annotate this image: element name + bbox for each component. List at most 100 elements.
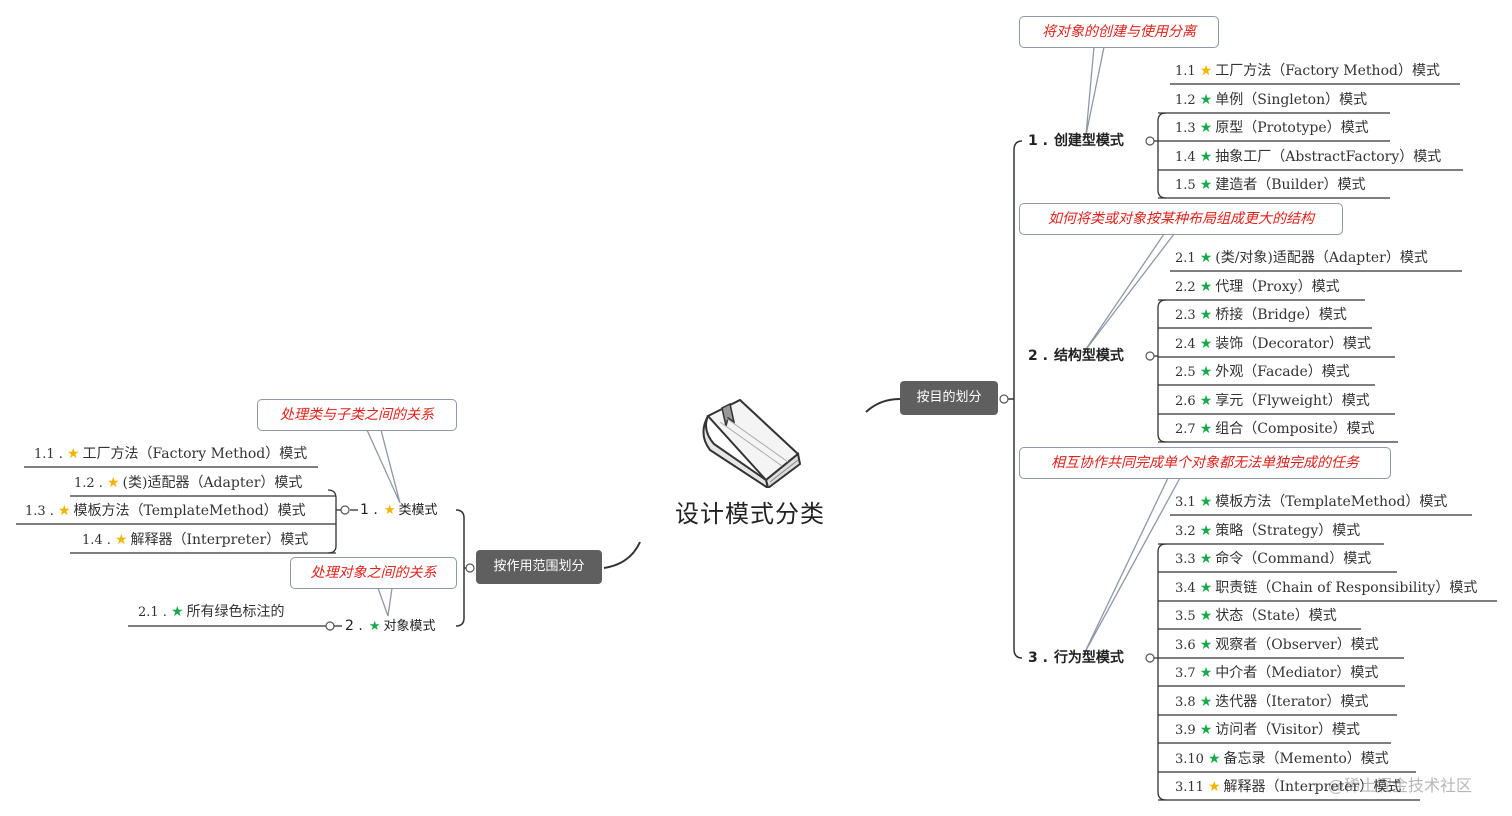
connector-line — [1027, 355, 1143, 371]
item-label: 解释器（Interpreter）模式 — [130, 532, 309, 548]
pattern-node[interactable]: 2.5★外观（Facade）模式 — [1175, 363, 1350, 382]
item-number: 2.7 — [1175, 422, 1196, 437]
connector-line — [1027, 657, 1143, 673]
callout-class-pattern: 处理类与子类之间的关系 — [257, 399, 457, 431]
pill-by-scope[interactable]: 按作用范围划分 — [476, 550, 602, 584]
pattern-node[interactable]: 1.3★原型（Prototype）模式 — [1175, 119, 1369, 138]
pattern-node[interactable]: 2.2★代理（Proxy）模式 — [1175, 278, 1340, 297]
star-green-icon: ★ — [1199, 665, 1213, 681]
star-yellow-icon: ★ — [66, 446, 80, 462]
item-number: 1.4 — [1175, 150, 1196, 165]
item-number: 1.4 . — [82, 533, 111, 548]
pattern-node[interactable]: 3.2★策略（Strategy）模式 — [1175, 522, 1360, 541]
item-number: 2.6 — [1175, 394, 1196, 409]
star-green-icon: ★ — [1199, 580, 1213, 596]
item-label: 解释器（Interpreter）模式 — [1223, 779, 1402, 795]
star-green-icon: ★ — [1199, 177, 1213, 193]
item-number: 3.1 — [1175, 495, 1196, 510]
pattern-node[interactable]: 3.1★模板方法（TemplateMethod）模式 — [1175, 493, 1447, 512]
item-label: 观察者（Observer）模式 — [1215, 637, 1379, 653]
item-label: 策略（Strategy）模式 — [1215, 523, 1361, 539]
pattern-node[interactable]: 3.5★状态（State）模式 — [1175, 607, 1337, 626]
connector-line — [1027, 140, 1143, 156]
category-object-pattern[interactable]: 2 .★对象模式 — [345, 618, 436, 634]
pattern-node[interactable]: 1.4 .★解释器（Interpreter）模式 — [82, 531, 308, 550]
pattern-node[interactable]: 1.5★建造者（Builder）模式 — [1175, 176, 1365, 195]
item-number: 1.5 — [1175, 178, 1196, 193]
pattern-node[interactable]: 2.1★(类/对象)适配器（Adapter）模式 — [1175, 249, 1428, 268]
category-creational[interactable]: 1 .创建型模式 — [1028, 133, 1124, 149]
book-icon — [702, 398, 802, 488]
item-number: 2.3 — [1175, 308, 1196, 323]
collapse-toggle-icon[interactable] — [999, 394, 1009, 404]
connector-curve — [455, 509, 465, 627]
star-green-icon: ★ — [1199, 637, 1213, 653]
item-number: 3.4 — [1175, 581, 1196, 596]
item-number: 2.2 — [1175, 280, 1196, 295]
collapse-toggle-icon[interactable] — [1145, 653, 1155, 663]
star-yellow-icon: ★ — [1207, 779, 1221, 795]
item-label: 抽象工厂（AbstractFactory）模式 — [1215, 149, 1442, 165]
item-number: 1.2 — [1175, 93, 1196, 108]
pattern-node[interactable]: 3.10★备忘录（Memento）模式 — [1175, 750, 1389, 769]
category-behavioral[interactable]: 3 .行为型模式 — [1028, 650, 1124, 666]
item-number: 1.3 — [1175, 121, 1196, 136]
collapse-toggle-icon[interactable] — [465, 563, 475, 573]
star-green-icon: ★ — [1199, 364, 1213, 380]
pattern-node[interactable]: 2.1 .★所有绿色标注的 — [138, 603, 285, 622]
pattern-node[interactable]: 2.3★桥接（Bridge）模式 — [1175, 306, 1347, 325]
item-number: 1.2 . — [74, 476, 103, 491]
pattern-node[interactable]: 1.2 .★(类)适配器（Adapter）模式 — [74, 474, 302, 493]
collapse-toggle-icon[interactable] — [1145, 351, 1155, 361]
item-label: 职责链（Chain of Responsibility）模式 — [1215, 580, 1478, 596]
pattern-node[interactable]: 2.6★享元（Flyweight）模式 — [1175, 392, 1370, 411]
item-label: 模板方法（TemplateMethod）模式 — [73, 503, 306, 519]
connector-curve — [1157, 299, 1167, 443]
item-number: 3.11 — [1175, 780, 1204, 795]
pattern-node[interactable]: 3.8★迭代器（Iterator）模式 — [1175, 693, 1368, 712]
pattern-node[interactable]: 1.4★抽象工厂（AbstractFactory）模式 — [1175, 148, 1441, 167]
star-green-icon: ★ — [1199, 336, 1213, 352]
pattern-node[interactable]: 1.3 .★模板方法（TemplateMethod）模式 — [25, 502, 306, 521]
item-label: 中介者（Mediator）模式 — [1215, 665, 1379, 681]
collapse-toggle-icon[interactable] — [340, 505, 350, 515]
item-number: 2.4 — [1175, 337, 1196, 352]
item-number: 3.7 — [1175, 666, 1196, 681]
pattern-node[interactable]: 1.1 .★工厂方法（Factory Method）模式 — [34, 445, 307, 464]
pattern-node[interactable]: 2.4★装饰（Decorator）模式 — [1175, 335, 1371, 354]
star-yellow-icon: ★ — [57, 503, 71, 519]
item-label: 桥接（Bridge）模式 — [1215, 307, 1347, 323]
star-green-icon: ★ — [1199, 523, 1213, 539]
star-green-icon: ★ — [1199, 608, 1213, 624]
pill-by-purpose[interactable]: 按目的划分 — [900, 381, 998, 415]
pattern-node[interactable]: 3.3★命令（Command）模式 — [1175, 550, 1371, 569]
item-number: 3.8 — [1175, 695, 1196, 710]
collapse-toggle-icon[interactable] — [1145, 136, 1155, 146]
collapse-toggle-icon[interactable] — [325, 621, 335, 631]
watermark: @稀土掘金技术社区 — [1328, 776, 1473, 795]
item-number: 3.5 — [1175, 609, 1196, 624]
star-yellow-icon: ★ — [1199, 63, 1213, 79]
pattern-node[interactable]: 3.7★中介者（Mediator）模式 — [1175, 664, 1378, 683]
item-label: 单例（Singleton）模式 — [1215, 92, 1368, 108]
item-label: 所有绿色标注的 — [186, 604, 285, 620]
connector-curve — [377, 587, 393, 617]
item-label: (类/对象)适配器（Adapter）模式 — [1215, 250, 1428, 266]
pattern-node[interactable]: 3.4★职责链（Chain of Responsibility）模式 — [1175, 579, 1477, 598]
star-green-icon: ★ — [1199, 307, 1213, 323]
pattern-node[interactable]: 3.9★访问者（Visitor）模式 — [1175, 721, 1360, 740]
category-class-pattern[interactable]: 1 .★类模式 — [360, 502, 438, 518]
connector-curve — [1083, 233, 1175, 353]
pattern-node[interactable]: 1.1★工厂方法（Factory Method）模式 — [1175, 62, 1440, 81]
connector-curve — [366, 429, 401, 504]
item-label: 装饰（Decorator）模式 — [1215, 336, 1371, 352]
category-structural[interactable]: 2 .结构型模式 — [1028, 348, 1124, 364]
item-number: 3.6 — [1175, 638, 1196, 653]
item-label: 状态（State）模式 — [1215, 608, 1337, 624]
pattern-node[interactable]: 2.7★组合（Composite）模式 — [1175, 420, 1375, 439]
pattern-node[interactable]: 3.6★观察者（Observer）模式 — [1175, 636, 1379, 655]
pattern-node[interactable]: 3.11★解释器（Interpreter）模式 — [1175, 778, 1401, 797]
pattern-node[interactable]: 1.2★单例（Singleton）模式 — [1175, 91, 1367, 110]
connector-curve — [327, 489, 337, 554]
